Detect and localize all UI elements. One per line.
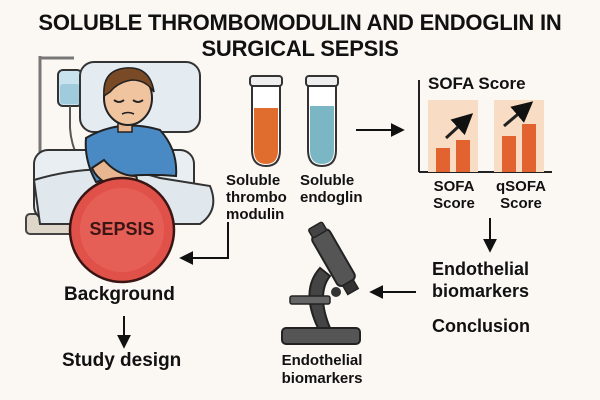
qsofa-score-label: qSOFA Score <box>488 178 554 212</box>
tube2-label-line: endoglin <box>300 189 363 206</box>
sofa-score-label: SOFA Score <box>424 178 484 212</box>
background-label: Background <box>64 284 175 305</box>
trend-arrow-icon <box>444 113 474 140</box>
qsofa-score-label-line: Score <box>500 195 542 212</box>
tube2-label: Soluble endoglin <box>300 172 372 206</box>
microscope-caption-line: biomarkers <box>281 370 363 387</box>
microscope-caption: Endothelial biomarkers <box>270 352 374 388</box>
page-title-line1: SOLUBLE THROMBOMODULIN AND ENDOGLIN IN <box>38 10 562 35</box>
qsofa-score-label-line: qSOFA <box>495 178 546 195</box>
sepsis-label: SEPSIS <box>89 219 155 239</box>
study-design-label: Study design <box>62 350 182 371</box>
tube2-label-line: Soluble <box>300 172 355 189</box>
sofa-score-label-line: SOFA <box>433 178 475 195</box>
flow-arrow-icon <box>117 123 497 349</box>
endothelial-biomarkers-line: biomarkers <box>432 281 530 301</box>
page-title-line2: SURGICAL SEPSIS <box>201 36 399 61</box>
microscope-caption-line: Endothelial <box>281 352 363 369</box>
tube1-label: Soluble thrombo modulin <box>226 172 298 223</box>
microscope-icon <box>281 221 361 345</box>
tube1-label-line: thrombo <box>226 189 287 206</box>
endothelial-biomarkers-label: Endothelial biomarkers <box>432 258 529 302</box>
bar-chart-icon <box>418 80 552 173</box>
conclusion-label: Conclusion <box>432 316 530 336</box>
test-tube-icon <box>305 75 339 168</box>
tube1-label-line: Soluble <box>226 172 281 189</box>
tube1-label-line: modulin <box>226 206 285 223</box>
sofa-chart-heading: SOFA Score <box>428 74 526 93</box>
test-tube-icon <box>249 75 283 168</box>
sepsis-badge <box>68 176 176 284</box>
endothelial-biomarkers-line: Endothelial <box>432 259 530 279</box>
sofa-score-label-line: Score <box>433 195 475 212</box>
trend-arrow-icon <box>503 101 534 128</box>
